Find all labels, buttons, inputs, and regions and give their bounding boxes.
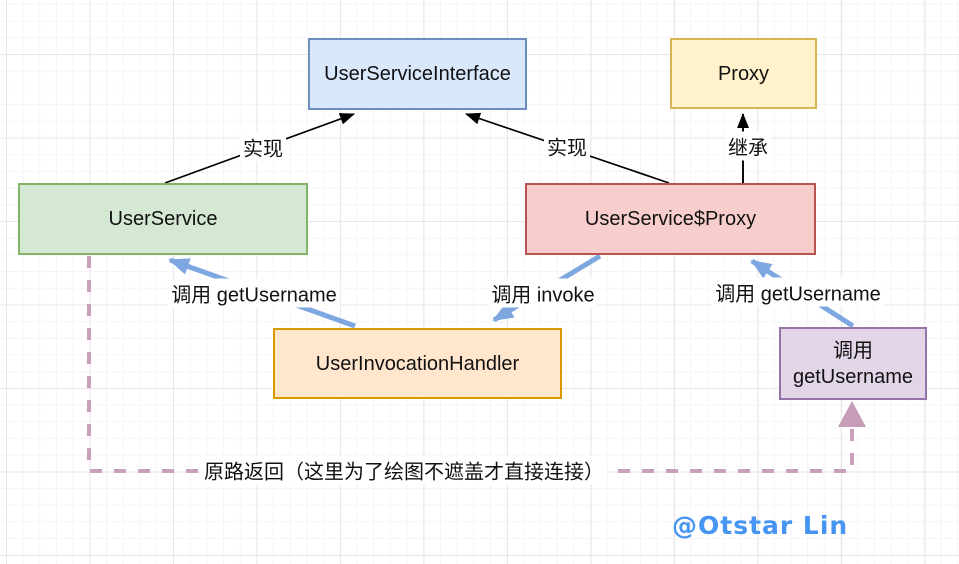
watermark-signature: @Otstar Lin — [672, 511, 849, 540]
node-call-getusername-line2: getUsername — [792, 365, 914, 388]
call-getusername-left-label: 调用 getUsername — [168, 278, 340, 308]
implements-right-label: 实现 — [544, 131, 590, 161]
node-userservice-proxy-label: UserService$Proxy — [584, 208, 757, 230]
call-getusername-right-label: 调用 getUsername — [712, 277, 884, 307]
node-userserviceinterface: UserServiceInterface — [308, 38, 527, 110]
implements-left-label: 实现 — [240, 132, 286, 162]
node-userservice-proxy: UserService$Proxy — [525, 183, 816, 255]
call-invoke-label: 调用 invoke — [488, 278, 598, 308]
node-userinvocationhandler-label: UserInvocationHandler — [315, 352, 520, 375]
node-userinvocationhandler: UserInvocationHandler — [273, 328, 562, 399]
node-userservice-label: UserService — [108, 208, 218, 230]
node-proxy-label: Proxy — [717, 62, 770, 85]
node-proxy: Proxy — [670, 38, 817, 109]
return-path-label: 原路返回（这里为了绘图不遮盖才直接连接） — [201, 455, 607, 485]
node-call-getusername-line1: 调用 — [833, 339, 873, 362]
return-path-dashed-line — [87, 256, 854, 473]
node-call-getusername: 调用 getUsername — [779, 327, 927, 400]
return-path-arrowhead — [838, 401, 866, 427]
extends-label: 继承 — [725, 131, 771, 161]
node-userserviceinterface-label: UserServiceInterface — [324, 63, 511, 85]
node-userservice: UserService — [18, 183, 308, 255]
